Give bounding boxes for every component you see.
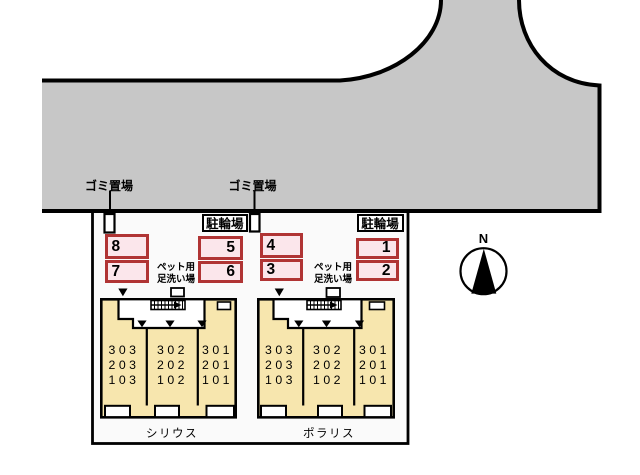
entrance-triangle-icon [118,288,128,297]
garbage-box [103,212,116,234]
unit-number: 301 [201,342,234,357]
building-name-polaris: ポラリス [303,427,355,440]
stairs-arrow-icon [330,301,338,309]
unit-number: 203 [264,357,297,372]
unit-number: 202 [156,357,189,372]
parking-space-4: 4 [259,233,303,258]
entrance-triangle-icon [354,320,365,328]
unit-number: 302 [312,342,345,357]
entrance-triangle-icon [294,320,304,328]
pet-wash-basin [170,287,185,298]
road-top-edge [42,0,443,83]
entrance-triangle-icon [137,320,147,328]
garbage-box [248,212,261,233]
unit-number: 201 [201,357,234,372]
pet-wash-label-line2: 足洗い場 [156,274,195,285]
entrance-triangle-icon [165,320,175,328]
roof-box [368,301,386,311]
pet-wash-label: ペット用 足洗い場 [311,262,355,286]
pet-wash-basin [325,287,341,298]
bicycle-parking-sign: 駐輪場 [356,213,404,232]
pet-wash-label-line1: ペット用 [156,262,195,273]
pet-wash-label-line2: 足洗い場 [313,274,352,285]
unit-number: 301 [358,342,391,357]
unit-number: 202 [312,357,345,372]
unit-divider [302,329,356,406]
entrance-notch [205,404,235,419]
bicycle-parking-sign: 駐輪場 [202,213,248,232]
unit-number-column: 301 201 101 [349,343,401,389]
entrance-notch [260,404,287,419]
unit-number-column: 303 203 103 [255,343,307,389]
unit-number: 201 [358,357,391,372]
pet-wash-label-line1: ペット用 [313,262,352,273]
unit-number: 101 [201,373,234,388]
entrance-notch [363,404,392,419]
roof-box [216,301,232,311]
parking-space-2: 2 [355,259,399,281]
unit-number: 102 [156,373,189,388]
unit-number: 102 [312,373,345,388]
entrance-notch [154,404,180,419]
garbage-area-label: ゴミ置場 [228,178,277,193]
unit-number: 103 [264,373,297,388]
north-label: N [478,230,489,246]
unit-number: 101 [358,373,391,388]
parking-space-6: 6 [197,260,243,283]
unit-number: 303 [108,342,140,357]
parking-space-5: 5 [197,235,243,260]
unit-number-column: 301 201 101 [192,343,244,389]
unit-divider [145,329,199,406]
unit-number: 302 [156,342,189,357]
parking-space-1: 1 [355,237,399,259]
unit-number: 203 [108,357,140,372]
road [42,0,599,210]
building-name-sirius: シリウス [146,427,198,440]
parking-space-3: 3 [259,259,303,281]
unit-number: 103 [108,373,140,388]
building-polaris [256,288,395,419]
parking-space-8: 8 [104,234,149,259]
unit-number-column: 303 203 103 [98,343,150,389]
entrance-triangle-icon [274,288,284,297]
unit-number: 303 [264,342,297,357]
compass [459,247,508,296]
entrance-notch [317,404,343,419]
building-sirius [100,288,237,419]
compass-needle-icon [471,248,497,294]
unit-number-column: 302 202 102 [147,343,199,389]
parking-space-7: 7 [104,259,149,283]
road-right-edge [517,0,602,211]
pet-wash-label: ペット用 足洗い場 [154,262,198,286]
entrance-triangle-icon [321,320,332,328]
entrance-notch [104,404,131,419]
entrance-triangle-icon [197,320,207,328]
stairs-arrow-icon [174,301,182,309]
garbage-area-label: ゴミ置場 [84,178,133,193]
unit-number-column: 302 202 102 [303,343,355,389]
